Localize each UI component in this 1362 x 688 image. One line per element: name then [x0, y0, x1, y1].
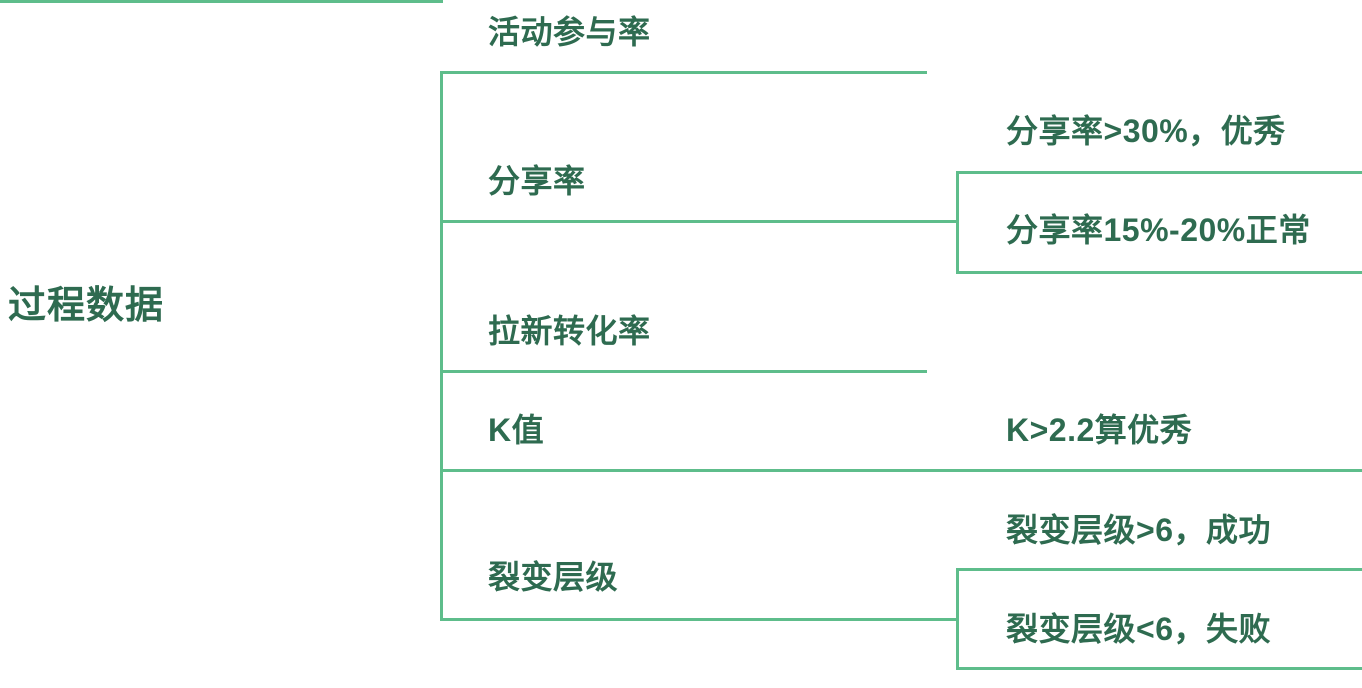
- branch-node-activity-rate[interactable]: 活动参与率: [488, 14, 651, 50]
- leaf-node-share-normal[interactable]: 分享率15%-20%正常: [1006, 212, 1311, 248]
- leaf-node-share-excellent[interactable]: 分享率>30%，优秀: [1006, 113, 1286, 149]
- leaf-share-excellent-underline: [956, 171, 1362, 174]
- root-branch-line: [0, 0, 443, 3]
- leaf-fission-success-underline: [956, 568, 1362, 571]
- branch-share-underline: [440, 220, 959, 223]
- leaf-fission-fail-underline: [956, 667, 1362, 670]
- branch-activity-underline: [440, 71, 927, 74]
- leaf-node-fission-fail[interactable]: 裂变层级<6，失败: [1006, 611, 1271, 647]
- leaf-node-fission-success[interactable]: 裂变层级>6，成功: [1006, 512, 1271, 548]
- branch-fission-underline: [440, 618, 959, 621]
- branch-kvalue-underline: [440, 469, 1362, 472]
- branch-node-k-value[interactable]: K值: [488, 412, 545, 448]
- branch-node-conversion-rate[interactable]: 拉新转化率: [488, 313, 651, 349]
- share-children-bracket: [956, 171, 959, 274]
- branch-node-share-rate[interactable]: 分享率: [488, 163, 586, 199]
- root-node-process-data[interactable]: 过程数据: [8, 285, 165, 327]
- leaf-node-k-excellent[interactable]: K>2.2算优秀: [1006, 412, 1193, 448]
- branch-node-fission-level[interactable]: 裂变层级: [488, 559, 619, 595]
- leaf-share-normal-underline: [956, 271, 1362, 274]
- branch-conversion-underline: [440, 370, 927, 373]
- trunk-line: [440, 71, 443, 621]
- fission-children-bracket: [956, 568, 959, 670]
